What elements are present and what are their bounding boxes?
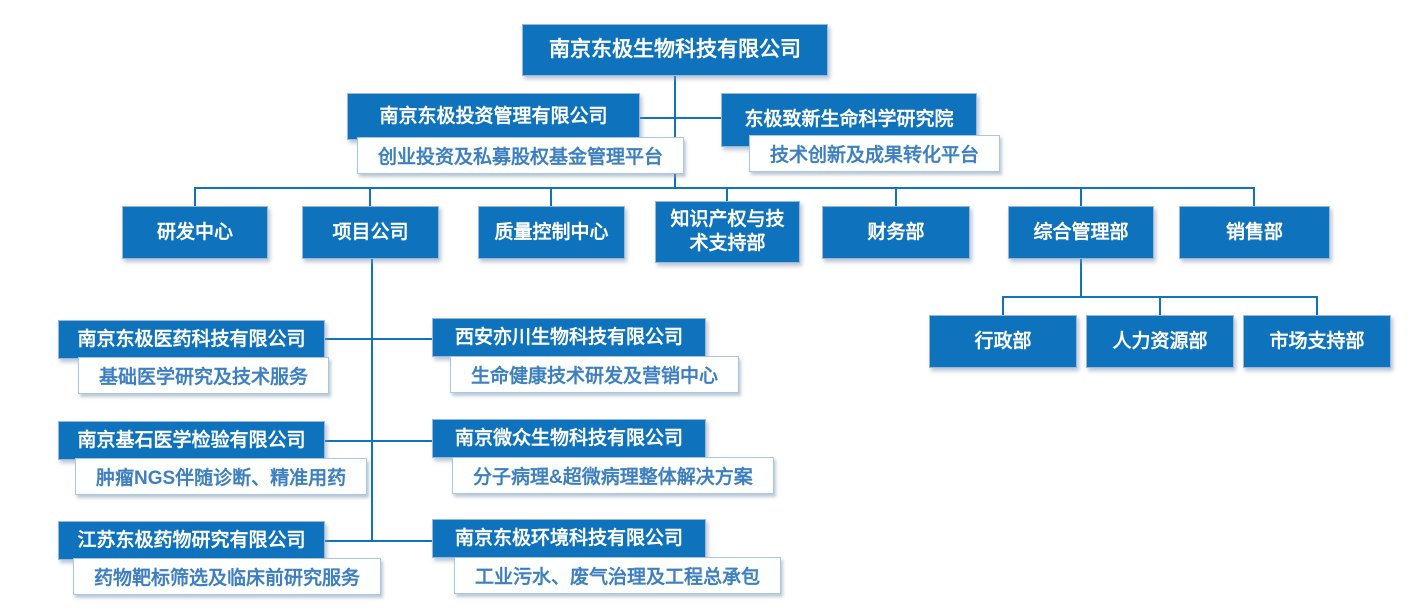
org-node-general-admin: 综合管理部 (1008, 206, 1154, 259)
org-node-administration: 行政部 (929, 315, 1077, 368)
org-node-company-yichuan: 西安亦川生物科技有限公司 (432, 318, 706, 357)
org-node-company-jishi-lab: 南京基石医学检验有限公司 (58, 421, 325, 460)
connector-drop-admin (1080, 187, 1082, 206)
org-subtitle-company-jishi-lab: 肿瘤NGS伴随诊断、精准用药 (75, 458, 368, 495)
org-node-sales: 销售部 (1179, 206, 1330, 259)
connector-genadmin-trunk (1080, 259, 1082, 296)
org-subtitle-investment: 创业投资及私募股权基金管理平台 (357, 137, 685, 174)
connector-drop-qc (550, 187, 552, 206)
connector-drop-xingzheng (1002, 296, 1004, 315)
org-node-project-companies: 项目公司 (302, 206, 439, 259)
org-subtitle-company-environment: 工业污水、废气治理及工程总承包 (454, 557, 782, 594)
connector-drop-hr (1159, 296, 1161, 315)
org-subtitle-company-drug-research: 药物靶标筛选及临床前研究服务 (73, 558, 382, 595)
org-node-market-support: 市场支持部 (1243, 315, 1391, 368)
org-node-company-medical: 南京东极医药科技有限公司 (58, 320, 325, 359)
connector-drop-finance (895, 187, 897, 206)
connector-dept-bus (194, 187, 1255, 189)
org-node-rd-center: 研发中心 (122, 206, 268, 259)
org-node-finance: 财务部 (822, 206, 970, 259)
org-subtitle-company-medical: 基础医学研究及技术服务 (78, 357, 330, 394)
org-subtitle-company-weizhong: 分子病理&超微病理整体解决方案 (452, 457, 774, 494)
org-node-human-resources: 人力资源部 (1086, 315, 1234, 368)
org-node-root: 南京东极生物科技有限公司 (522, 24, 828, 76)
connector-root-trunk (674, 76, 676, 188)
connector-drop-sales (1253, 187, 1255, 206)
org-node-qc-center: 质量控制中心 (478, 206, 625, 259)
connector-level2 (640, 117, 722, 119)
connector-drop-ip (726, 187, 728, 203)
org-node-investment: 南京东极投资管理有限公司 (347, 93, 640, 140)
org-node-company-weizhong: 南京微众生物科技有限公司 (432, 419, 706, 458)
org-subtitle-research-institute: 技术创新及成果转化平台 (749, 135, 1001, 172)
org-node-ip-tech-support: 知识产权与技 术支持部 (655, 201, 800, 263)
connector-drop-market (1316, 296, 1318, 315)
connector-project-trunk (371, 259, 373, 542)
connector-project-row1 (325, 338, 432, 340)
connector-drop-project (369, 187, 371, 206)
connector-project-row3 (325, 540, 432, 542)
org-node-company-environment: 南京东极环境科技有限公司 (432, 519, 706, 558)
connector-drop-rd (194, 187, 196, 206)
org-node-company-drug-research: 江苏东极药物研究有限公司 (58, 521, 325, 560)
org-subtitle-company-yichuan: 生命健康技术研发及营销中心 (450, 356, 740, 393)
connector-project-row2 (325, 440, 432, 442)
